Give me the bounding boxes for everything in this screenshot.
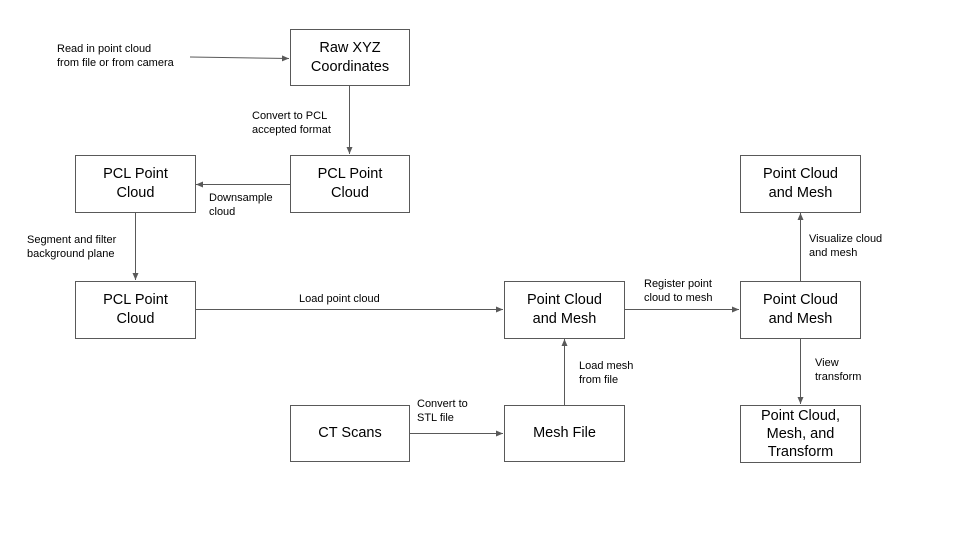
- node-mesh-file: Mesh File: [504, 405, 625, 462]
- edge-label-register: Register point cloud to mesh: [644, 278, 713, 304]
- node-point-cloud-and-mesh-registered: Point Cloud and Mesh: [740, 281, 861, 339]
- edge-label-load-point-cloud: Load point cloud: [299, 293, 380, 305]
- edge-label-convert-stl: Convert to STL file: [417, 398, 468, 424]
- edge-label-visualize: Visualize cloud and mesh: [809, 233, 883, 259]
- edge-label-load-mesh: Load mesh from file: [579, 360, 634, 386]
- edge-label-downsample: Downsample cloud: [209, 192, 273, 218]
- edge-label-segment: Segment and filter background plane: [27, 234, 117, 260]
- edge-label-view-transform: View transform: [815, 357, 862, 383]
- node-point-cloud-and-mesh-visualized: Point Cloud and Mesh: [740, 155, 861, 213]
- node-pcl-point-cloud-converted: PCL Point Cloud: [290, 155, 410, 213]
- node-point-cloud-mesh-transform: Point Cloud, Mesh, and Transform: [740, 405, 861, 463]
- edge-label-read-in: Read in point cloud from file or from ca…: [57, 43, 174, 69]
- node-ct-scans: CT Scans: [290, 405, 410, 462]
- edge-label-convert-pcl: Convert to PCL accepted format: [252, 110, 331, 136]
- node-pcl-point-cloud-downsampled: PCL Point Cloud: [75, 155, 196, 213]
- node-raw-xyz-coordinates: Raw XYZ Coordinates: [290, 29, 410, 86]
- node-point-cloud-and-mesh-loaded: Point Cloud and Mesh: [504, 281, 625, 339]
- arrow-read-in: [189, 55, 290, 62]
- node-pcl-point-cloud-segmented: PCL Point Cloud: [75, 281, 196, 339]
